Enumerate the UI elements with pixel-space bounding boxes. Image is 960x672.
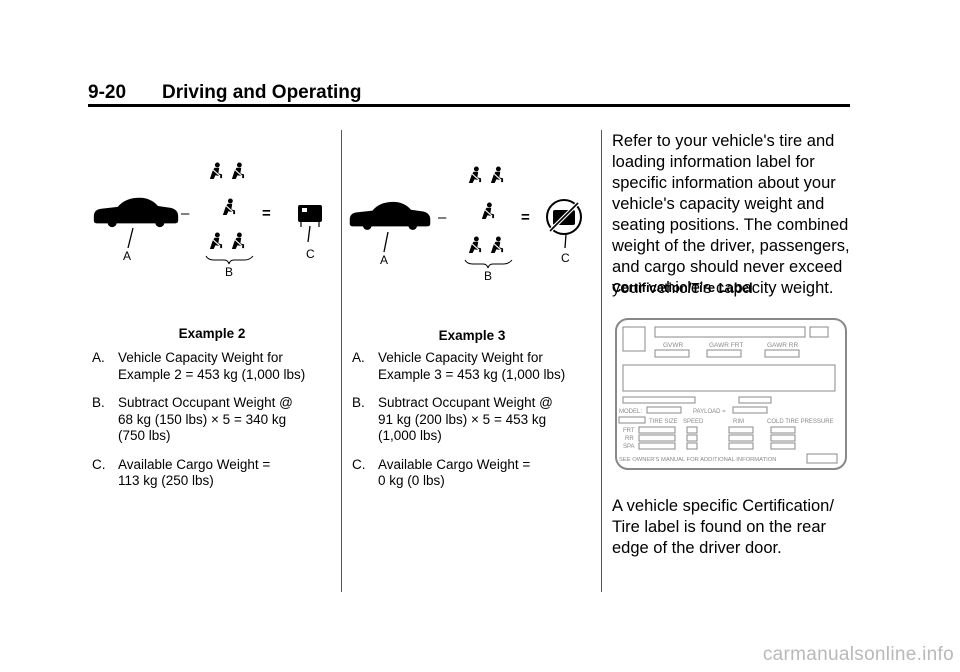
item-text: 113 kg (250 lbs) — [118, 473, 214, 488]
label-footer-text: SEE OWNER'S MANUAL FOR ADDITIONAL INFORM… — [619, 457, 776, 463]
example3-caption: Example 3 — [438, 328, 506, 343]
label-location-paragraph: A vehicle specific Certification/ Tire l… — [612, 496, 860, 559]
example3-list: A. Vehicle Capacity Weight for Example 3… — [352, 350, 598, 502]
speed-label: SPEED — [683, 419, 704, 425]
header-rule — [88, 104, 850, 107]
column-divider-1 — [341, 130, 342, 592]
vehicle-icon — [349, 201, 431, 230]
certification-tire-label-illustration: GVWR GAWR FRT GAWR RR MODEL: PAYLOAD = T… — [615, 318, 849, 477]
item-text: Vehicle Capacity Weight for — [378, 350, 543, 365]
label-a: A — [123, 249, 131, 263]
item-text: (750 lbs) — [118, 428, 171, 443]
label-a: A — [380, 253, 388, 267]
occupant-icon — [231, 232, 245, 250]
occupant-icon — [468, 166, 482, 184]
text-line: weight of the driver, passengers, — [612, 237, 850, 255]
label-b: B — [225, 265, 233, 279]
occupant-icon — [490, 236, 504, 254]
text-line: and cargo should never exceed — [612, 258, 843, 276]
intro-paragraph: Refer to your vehicle's tire and loading… — [612, 131, 860, 299]
section-title: Driving and Operating — [162, 82, 362, 103]
watermark: carmanualsonline.info — [762, 644, 954, 665]
list-item: A. Vehicle Capacity Weight for Example 2… — [92, 350, 338, 383]
occupant-icon — [209, 162, 223, 180]
item-text: Available Cargo Weight = — [378, 456, 531, 472]
item-text: Example 2 = 453 kg (1,000 lbs) — [118, 366, 306, 382]
item-letter: C. — [92, 456, 106, 472]
occupant-icon — [231, 162, 245, 180]
item-text: Subtract Occupant Weight @ — [378, 395, 553, 410]
item-letter: A. — [352, 350, 365, 365]
equals-sign: = — [262, 205, 271, 222]
item-letter: B. — [352, 395, 365, 410]
frt-label: FRT — [623, 428, 635, 434]
item-letter: A. — [92, 350, 105, 365]
rr-label: RR — [625, 436, 634, 442]
label-b: B — [484, 269, 492, 283]
gawr-rr-label: GAWR RR — [767, 342, 798, 349]
gvwr-label: GVWR — [663, 342, 684, 349]
text-line: seating positions. The combined — [612, 216, 849, 234]
item-text: 91 kg (200 lbs) × 5 = 453 kg — [378, 411, 547, 427]
text-line: Tire label is found on the rear — [612, 518, 827, 536]
minus-sign: – — [181, 205, 190, 222]
column-divider-2 — [601, 130, 602, 592]
spa-label: SPA — [623, 444, 635, 450]
cold-tire-pressure-label: COLD TIRE PRESSURE — [767, 419, 834, 425]
occupant-icon — [490, 166, 504, 184]
item-letter: C. — [352, 456, 366, 472]
text-line: Refer to your vehicle's tire and — [612, 132, 835, 150]
occupant-icon — [209, 232, 223, 250]
item-text: 0 kg (0 lbs) — [378, 473, 445, 488]
label-c: C — [561, 251, 570, 265]
text-line: your vehicle's capacity weight. — [612, 279, 834, 297]
label-c: C — [306, 247, 315, 261]
page-number: 9-20 — [88, 82, 127, 103]
rim-label: RIM — [733, 419, 744, 425]
tire-size-label: TIRE SIZE — [649, 419, 678, 425]
item-text: Example 3 = 453 kg (1,000 lbs) — [378, 366, 566, 382]
gawr-frt-label: GAWR FRT — [709, 342, 743, 349]
item-text: 68 kg (150 lbs) × 5 = 340 kg — [118, 411, 287, 427]
occupant-icon — [468, 236, 482, 254]
model-label: MODEL: — [619, 409, 642, 415]
minus-sign: – — [438, 209, 447, 226]
list-item: A. Vehicle Capacity Weight for Example 3… — [352, 350, 598, 383]
item-text: Vehicle Capacity Weight for — [118, 350, 283, 365]
payload-label: PAYLOAD = — [693, 409, 726, 415]
list-item: B. Subtract Occupant Weight @ 68 kg (150… — [92, 395, 338, 445]
example2-caption: Example 2 — [178, 326, 246, 341]
example2-list: A. Vehicle Capacity Weight for Example 2… — [92, 350, 338, 502]
occupant-icon — [481, 202, 495, 220]
list-item: C. Available Cargo Weight = 0 kg (0 lbs) — [352, 457, 598, 490]
example2-diagram: A – B = C — [88, 158, 338, 283]
list-item: C. Available Cargo Weight = 113 kg (250 … — [92, 457, 338, 490]
list-item: B. Subtract Occupant Weight @ 91 kg (200… — [352, 395, 598, 445]
text-line: A vehicle specific Certification/ — [612, 497, 834, 515]
vehicle-icon — [93, 197, 179, 228]
equals-sign: = — [521, 209, 530, 226]
item-text: Subtract Occupant Weight @ — [118, 395, 293, 410]
item-text: Available Cargo Weight = — [118, 456, 271, 472]
item-letter: B. — [92, 395, 105, 410]
cargo-box-icon — [298, 205, 322, 222]
occupant-icon — [222, 198, 236, 216]
example3-diagram: A – B = C — [346, 162, 600, 287]
certification-subheading: Certification/Tire Label — [612, 280, 753, 295]
text-line: edge of the driver door. — [612, 539, 782, 557]
page-header: 9-20 Driving and Operating — [88, 82, 362, 104]
text-line: loading information label for — [612, 153, 815, 171]
text-line: specific information about your — [612, 174, 836, 192]
item-text: (1,000 lbs) — [378, 428, 442, 443]
text-line: vehicle's capacity weight and — [612, 195, 825, 213]
